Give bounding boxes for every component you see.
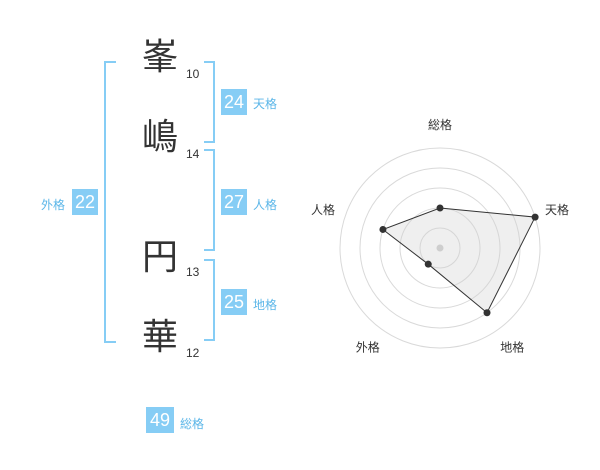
jinkaku-label: 人格 xyxy=(253,198,278,212)
stroke-count-1: 10 xyxy=(186,67,200,81)
jinkaku-value: 27 xyxy=(221,189,247,215)
radar-axis-label-1: 総格 xyxy=(428,117,452,132)
radar-point-4 xyxy=(424,260,432,268)
chikaku-value: 25 xyxy=(221,289,247,315)
chikaku-label: 地格 xyxy=(253,298,278,312)
tenkaku-bracket xyxy=(204,61,215,143)
radar-point-3 xyxy=(483,309,491,317)
name-char-4: 華 xyxy=(142,317,179,358)
chikaku-bracket xyxy=(204,259,215,341)
radar-axis-label-5: 人格 xyxy=(311,202,335,217)
radar-axis-label-3: 地格 xyxy=(500,340,524,355)
tenkaku-value: 24 xyxy=(221,89,247,115)
stroke-count-3: 13 xyxy=(186,265,200,279)
radar-ring-5 xyxy=(339,147,541,349)
radar-axis-label-4: 外格 xyxy=(356,340,380,355)
radar-center-dot xyxy=(436,244,444,252)
soukaku-value: 49 xyxy=(146,407,174,433)
radar-point-2 xyxy=(531,213,539,221)
gaikaku-bracket xyxy=(104,61,116,343)
radar-axis-label-2: 天格 xyxy=(545,202,569,217)
soukaku-label: 総格 xyxy=(180,417,205,431)
name-char-3: 円 xyxy=(142,237,179,278)
radar-ring-3 xyxy=(379,187,501,309)
tenkaku-label: 天格 xyxy=(253,97,278,111)
gaikaku-value: 22 xyxy=(72,189,98,215)
radar-point-1 xyxy=(436,204,444,212)
radar-value-area xyxy=(381,207,536,314)
jinkaku-bracket xyxy=(204,149,215,251)
radar-point-5 xyxy=(379,225,387,233)
radar-ring-1 xyxy=(419,227,461,269)
stroke-count-2: 14 xyxy=(186,147,200,161)
stroke-count-4: 12 xyxy=(186,346,200,360)
name-char-1: 峯 xyxy=(142,37,179,78)
name-char-2: 嶋 xyxy=(142,117,179,158)
gaikaku-label: 外格 xyxy=(41,198,66,212)
